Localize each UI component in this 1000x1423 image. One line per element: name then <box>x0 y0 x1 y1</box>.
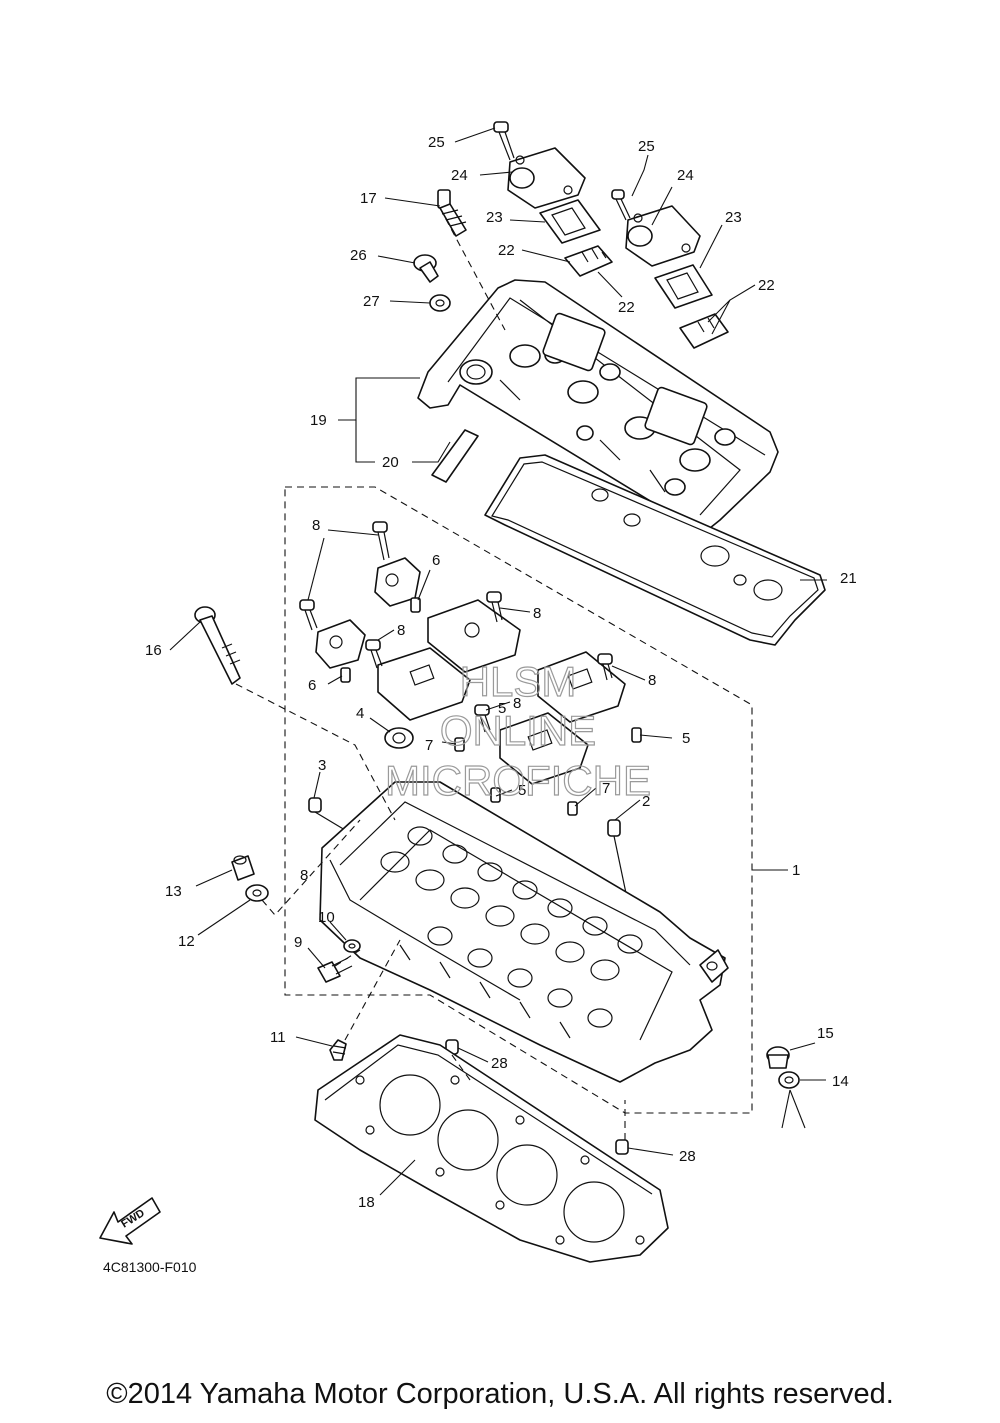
part-label: 13 <box>165 883 182 900</box>
part-label: 4 <box>356 705 364 722</box>
head-bolt-short <box>317 957 353 983</box>
ignition-coil-left <box>507 147 586 209</box>
part-label: 14 <box>832 1073 849 1090</box>
part-label: 8 <box>648 672 656 689</box>
plug-gasket <box>778 1071 800 1089</box>
drain-plug <box>766 1046 790 1069</box>
cylinder-head-ports <box>380 826 643 1028</box>
part-label: 7 <box>425 737 433 754</box>
part-label: 15 <box>817 1025 834 1042</box>
part-label: 24 <box>451 167 468 184</box>
plugs <box>454 737 578 816</box>
part-label: 2 <box>642 793 650 810</box>
part-label: 10 <box>318 909 335 926</box>
camshaft-cap-1 <box>427 599 521 673</box>
part-label: 28 <box>491 1055 508 1072</box>
ignition-coil-right <box>625 205 701 267</box>
part-label: 22 <box>758 277 775 294</box>
washer-nut <box>245 884 269 902</box>
part-label: 20 <box>382 454 399 471</box>
washer-small <box>343 939 361 953</box>
head-cover-gasket <box>484 454 826 646</box>
cylinder-head <box>319 781 729 1083</box>
part-label: 22 <box>618 299 635 316</box>
camshaft-cap-3 <box>537 651 626 723</box>
part-label: 18 <box>358 1194 375 1211</box>
spark-plug <box>437 189 467 237</box>
part-label: 5 <box>682 730 690 747</box>
copyright-footer: ©2014 Yamaha Motor Corporation, U.S.A. A… <box>106 1378 894 1410</box>
part-label: 1 <box>792 862 800 879</box>
dowel-pins <box>340 597 642 803</box>
part-label: 6 <box>308 677 316 694</box>
stud-bolt <box>329 1039 347 1061</box>
part-label: 8 <box>533 605 541 622</box>
watermark-line: ONLINE <box>440 707 596 754</box>
coil-holder-left <box>564 245 613 277</box>
part-label: 16 <box>145 642 162 659</box>
coil-bolt-right <box>611 189 631 221</box>
part-label: 28 <box>679 1148 696 1165</box>
part-label: 27 <box>363 293 380 310</box>
cover-bracket <box>431 429 479 483</box>
part-label: 22 <box>498 242 515 259</box>
leader-lines <box>169 127 827 1196</box>
fwd-arrow-icon: FWD <box>99 1197 161 1245</box>
part-label: 8 <box>513 695 521 712</box>
drawing-code: 4C81300-F010 <box>103 1259 197 1275</box>
watermark-line: HLSM <box>460 658 577 705</box>
part-labels: 1 2 3 4 5 5 5 6 6 7 7 8 8 8 8 8 8 9 10 1… <box>145 134 857 1211</box>
part-label: 23 <box>725 209 742 226</box>
part-label: 23 <box>486 209 503 226</box>
part-label: 7 <box>602 780 610 797</box>
part-label: 8 <box>312 517 320 534</box>
coil-bolt-left <box>493 121 515 161</box>
part-label: 19 <box>310 412 327 429</box>
head-bolt-long <box>194 606 241 685</box>
part-label: 21 <box>840 570 857 587</box>
coil-gasket-left <box>539 199 601 244</box>
cylinder-head-gasket <box>314 1034 669 1263</box>
part-label: 25 <box>638 138 655 155</box>
head-assembly-boundary <box>284 486 753 1114</box>
camshaft-cap-2 <box>377 647 471 721</box>
cylinder-head-cover <box>417 279 779 533</box>
oil-seal <box>384 727 414 749</box>
part-label: 8 <box>397 622 405 639</box>
part-label: 25 <box>428 134 445 151</box>
watermark: HLSM ONLINE MICROFICHE <box>384 657 651 804</box>
part-label: 8 <box>300 867 308 884</box>
cover-bolt <box>413 254 439 283</box>
part-label: 17 <box>360 190 377 207</box>
camshaft-cap-front-right <box>315 619 366 669</box>
watermark-line: MICROFICHE <box>385 757 651 804</box>
part-label: 6 <box>432 552 440 569</box>
part-label: 5 <box>518 782 526 799</box>
cap-bolts <box>299 521 613 733</box>
coil-holder-right <box>679 313 729 349</box>
part-label: 12 <box>178 933 195 950</box>
part-label: 5 <box>498 700 506 717</box>
part-label: 24 <box>677 167 694 184</box>
alignment-lines <box>235 207 626 1140</box>
part-label: 9 <box>294 934 302 951</box>
cover-washer <box>429 294 451 312</box>
part-label: 3 <box>318 757 326 774</box>
part-label: 26 <box>350 247 367 264</box>
part-label: 11 <box>270 1029 286 1046</box>
nut <box>231 855 255 881</box>
camshaft-cap-4 <box>499 712 589 785</box>
coil-gasket-right <box>654 264 713 309</box>
